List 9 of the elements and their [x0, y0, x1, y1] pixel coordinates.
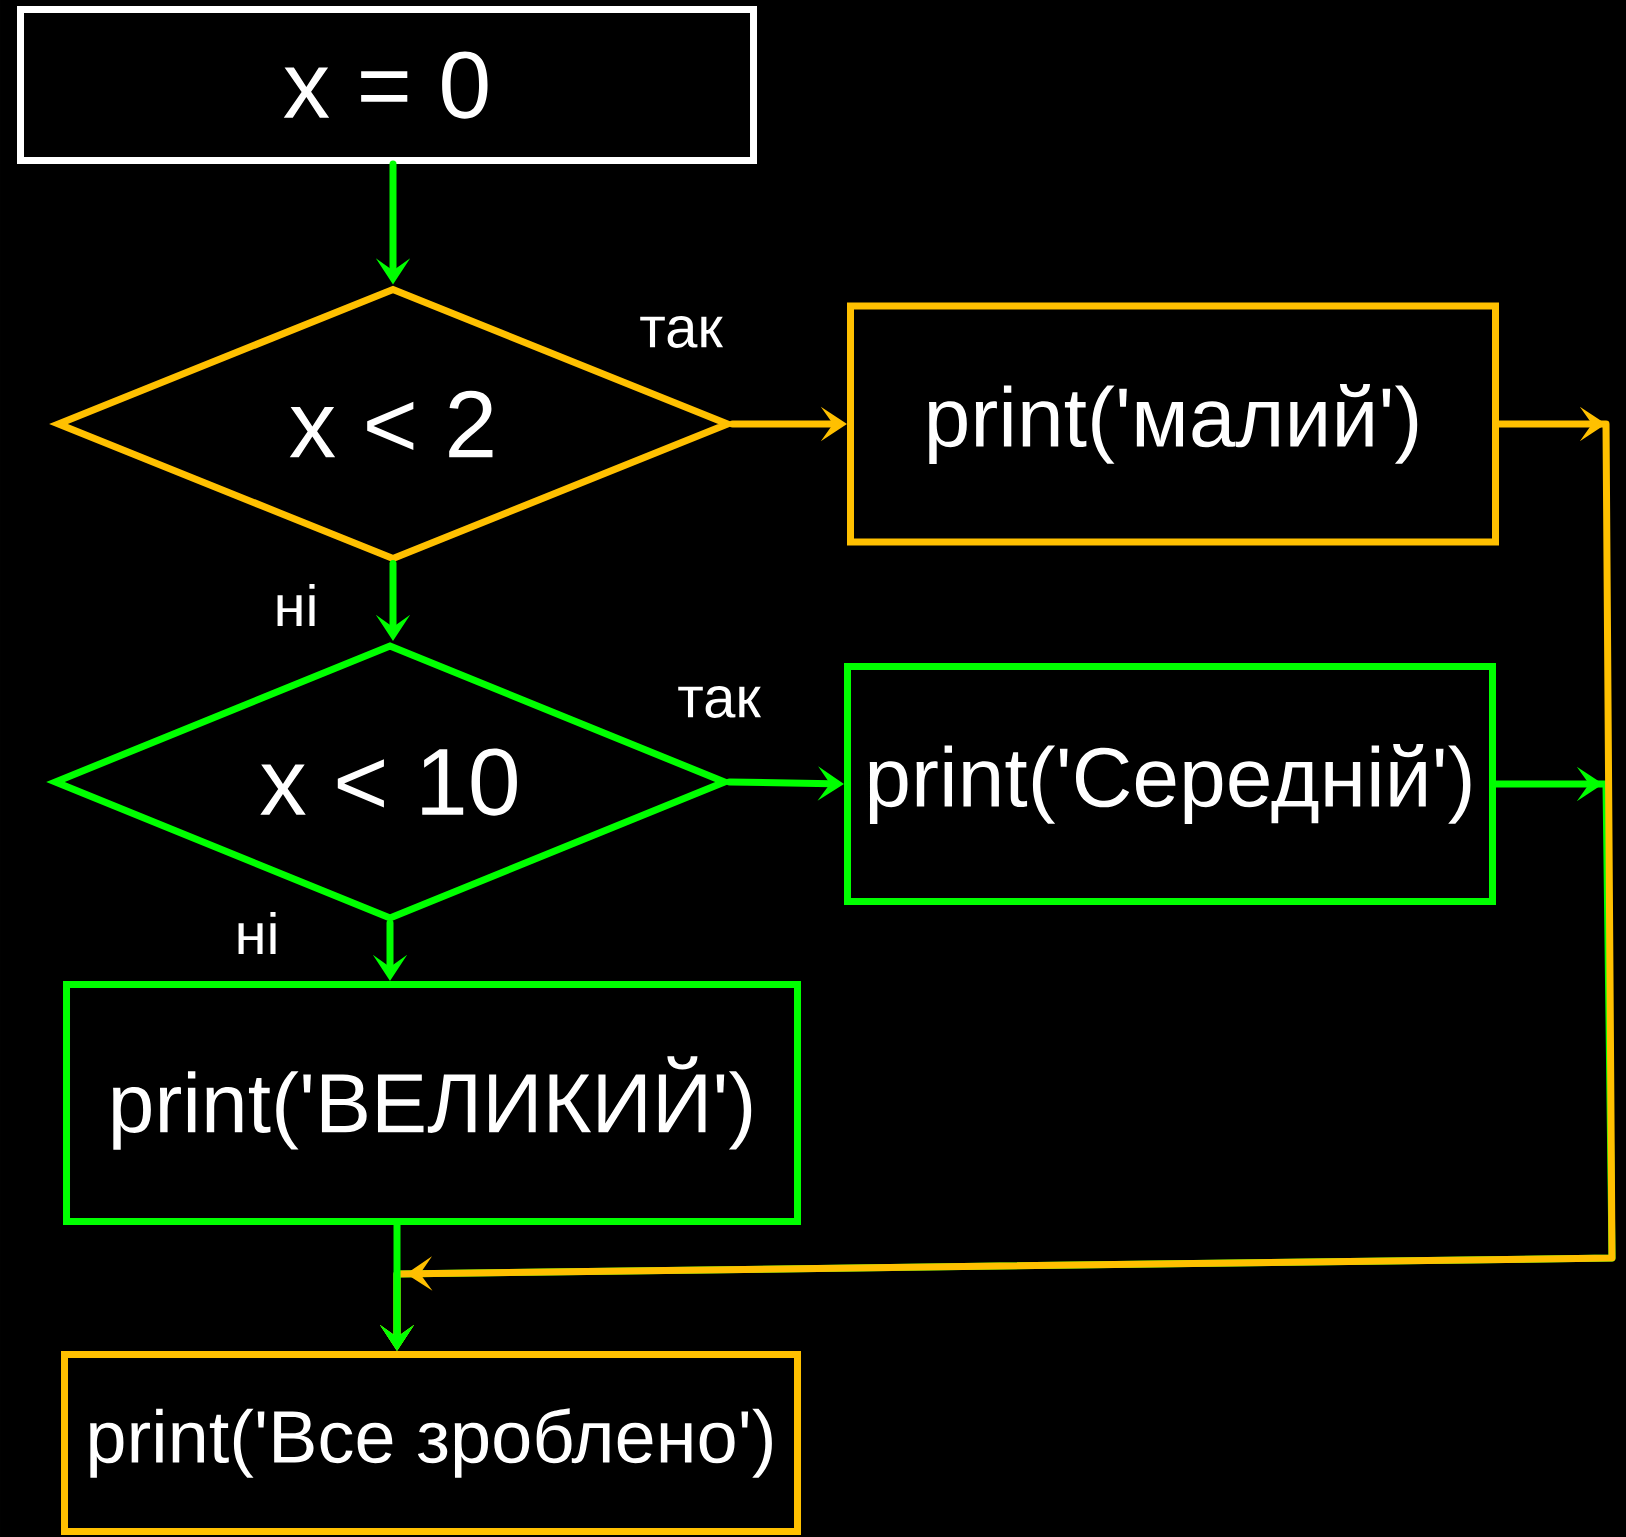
edge-label: ні [271, 582, 321, 628]
edge-label: ні [232, 910, 282, 956]
process-box: print('Все зроблено') [61, 1351, 801, 1535]
edge-label: так [637, 314, 725, 350]
process-box: print('малий') [847, 302, 1499, 546]
process-box: print('Середній') [844, 663, 1496, 905]
process-box: print('ВЕЛИКИЙ') [63, 981, 801, 1225]
process-box: x = 0 [17, 6, 757, 164]
edge-label: так [675, 684, 763, 720]
